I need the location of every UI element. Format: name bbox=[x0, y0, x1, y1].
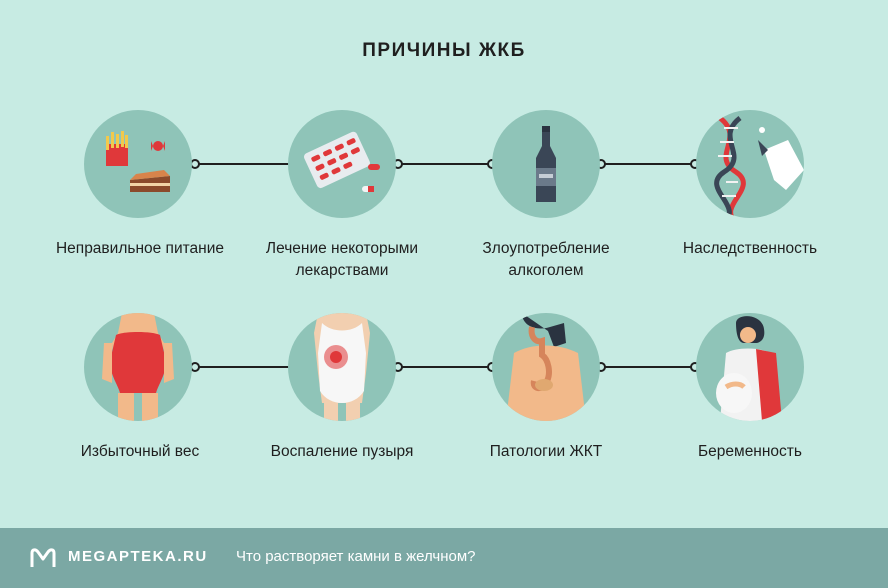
label-heredity: Наследственность bbox=[682, 240, 818, 257]
label-medication: Лечение некоторыми лекарствами bbox=[265, 240, 419, 279]
bottle-icon bbox=[492, 110, 600, 218]
label-alcohol: Злоупотребление алкоголем bbox=[482, 240, 610, 279]
label-gallbladder-inflammation: Воспаление пузыря bbox=[270, 443, 414, 460]
connector-7-8 bbox=[602, 366, 696, 368]
label-pregnancy: Беременность bbox=[698, 443, 802, 460]
brand-name[interactable]: MEGAPTEKA.RU bbox=[68, 548, 208, 565]
connector-3-4 bbox=[602, 163, 696, 165]
inflamed-torso-icon bbox=[288, 313, 396, 421]
connector-2-3 bbox=[400, 163, 494, 165]
pills-icon bbox=[288, 110, 396, 218]
overweight-body-icon bbox=[84, 313, 192, 421]
pregnant-woman-icon bbox=[696, 313, 804, 421]
related-article-link[interactable]: Что растворяет камни в желчном? bbox=[236, 548, 476, 565]
label-unhealthy-diet: Неправильное питание bbox=[55, 240, 224, 257]
page-title: ПРИЧИНЫ ЖКБ bbox=[362, 40, 526, 61]
connector-6-7 bbox=[400, 366, 494, 368]
label-gi-pathology: Патологии ЖКТ bbox=[489, 443, 603, 460]
digestive-tract-icon bbox=[492, 313, 600, 421]
dna-icon bbox=[696, 110, 804, 218]
megapteka-logo-icon bbox=[30, 548, 56, 567]
fast-food-icon bbox=[84, 110, 192, 218]
footer: MEGAPTEKA.RU Что растворяет камни в желч… bbox=[0, 528, 888, 588]
label-overweight: Избыточный вес bbox=[80, 443, 200, 460]
